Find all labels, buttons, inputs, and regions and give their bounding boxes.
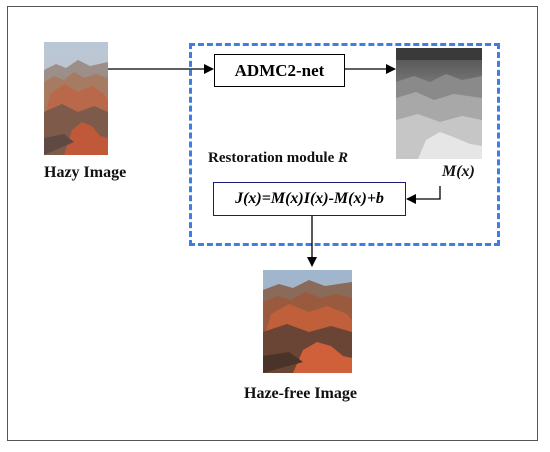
equation-text: J(x)=M(x)I(x)-M(x)+b xyxy=(235,190,384,207)
network-label: ADMC2-net xyxy=(234,60,325,80)
module-symbol: R xyxy=(338,150,349,166)
transmission-map xyxy=(396,48,482,159)
map-label: M(x) xyxy=(442,163,475,180)
figure-frame xyxy=(7,6,538,441)
equation-box: J(x)=M(x)I(x)-M(x)+b xyxy=(213,182,406,216)
restoration-module-label: Restoration module R xyxy=(208,150,349,166)
arrow-map-to-equation xyxy=(406,186,441,204)
hazy-image-label: Hazy Image xyxy=(44,164,127,181)
haze-free-image-label: Haze-free Image xyxy=(244,385,357,402)
haze-free-image xyxy=(263,270,352,373)
network-box: ADMC2-net xyxy=(214,54,345,87)
hazy-image xyxy=(44,42,108,155)
restoration-module-box xyxy=(189,43,500,246)
